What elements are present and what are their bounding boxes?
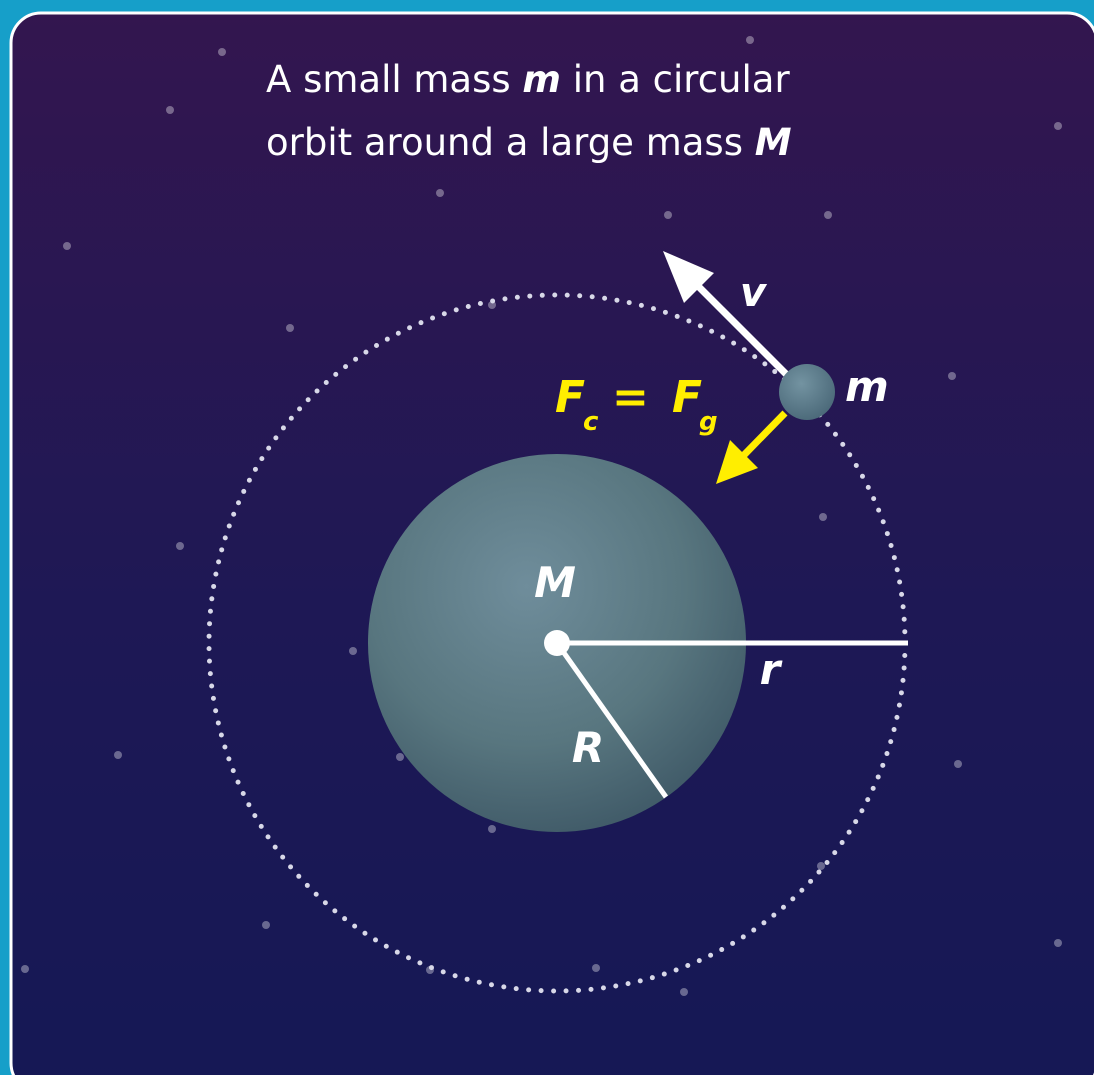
center-point bbox=[544, 630, 570, 656]
star bbox=[114, 751, 122, 759]
star bbox=[1054, 939, 1062, 947]
star bbox=[664, 211, 672, 219]
star bbox=[817, 862, 825, 870]
force-subscript-c: c bbox=[583, 407, 599, 437]
star bbox=[1054, 122, 1062, 130]
force-equation: F c = F g bbox=[555, 372, 718, 437]
star bbox=[592, 964, 600, 972]
velocity-label: v bbox=[740, 270, 768, 316]
star-field bbox=[21, 36, 1062, 996]
force-symbol-2: F bbox=[672, 372, 702, 423]
star bbox=[436, 189, 444, 197]
title-line-1: A small mass m in a circular bbox=[266, 58, 790, 101]
small-mass-body bbox=[779, 364, 835, 420]
title-line-2: orbit around a large mass M bbox=[266, 121, 792, 164]
force-subscript-g: g bbox=[699, 407, 718, 437]
star bbox=[349, 647, 357, 655]
star bbox=[948, 372, 956, 380]
force-arrow-head bbox=[716, 440, 758, 484]
star bbox=[819, 513, 827, 521]
equals-sign: = bbox=[612, 372, 649, 423]
large-mass-label: M bbox=[534, 558, 576, 607]
star bbox=[396, 753, 404, 761]
force-symbol-1: F bbox=[555, 372, 585, 423]
force-arrow-shaft bbox=[741, 410, 788, 458]
planet-radius-line bbox=[554, 641, 669, 799]
velocity-arrow-shaft bbox=[691, 279, 791, 379]
star bbox=[63, 242, 71, 250]
planet-radius-label: R bbox=[572, 723, 604, 772]
star bbox=[176, 542, 184, 550]
star bbox=[218, 48, 226, 56]
star bbox=[488, 825, 496, 833]
star bbox=[262, 921, 270, 929]
orbit-radius-label: r bbox=[760, 645, 783, 694]
star bbox=[166, 106, 174, 114]
star bbox=[680, 988, 688, 996]
small-mass-label: m bbox=[845, 362, 889, 411]
star bbox=[954, 760, 962, 768]
star bbox=[21, 965, 29, 973]
velocity-arrow-head bbox=[663, 251, 714, 303]
star bbox=[286, 324, 294, 332]
star bbox=[746, 36, 754, 44]
star bbox=[824, 211, 832, 219]
